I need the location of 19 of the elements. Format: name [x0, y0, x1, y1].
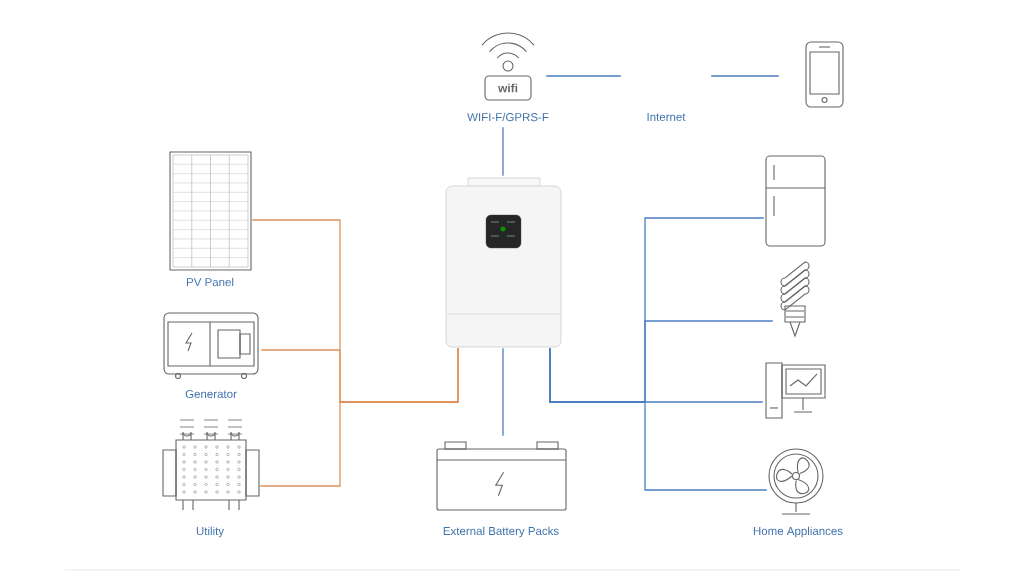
connector-line: [710, 75, 780, 77]
smartphone-icon: [805, 41, 844, 108]
connector-line: [502, 126, 504, 177]
connector-line: [502, 347, 504, 437]
connector-line: [545, 75, 622, 77]
refrigerator-drawing: [765, 155, 826, 247]
connector-line: [259, 347, 459, 487]
light-bulb-drawing: [780, 261, 810, 338]
node-label: PV Panel: [187, 277, 234, 287]
group-label: Home Appliances: [753, 526, 843, 538]
computer-drawing: [765, 362, 826, 419]
node-label: Utility: [196, 526, 225, 538]
connector-line: [549, 347, 768, 491]
node-label: WIFI-F/GPRS-F: [467, 112, 549, 122]
inverter-drawing: [445, 177, 562, 348]
node-label: Generator: [185, 389, 237, 399]
node-label: External Battery Packs: [443, 526, 559, 538]
fan-drawing: [768, 448, 824, 515]
node-label: Internet: [647, 113, 686, 121]
